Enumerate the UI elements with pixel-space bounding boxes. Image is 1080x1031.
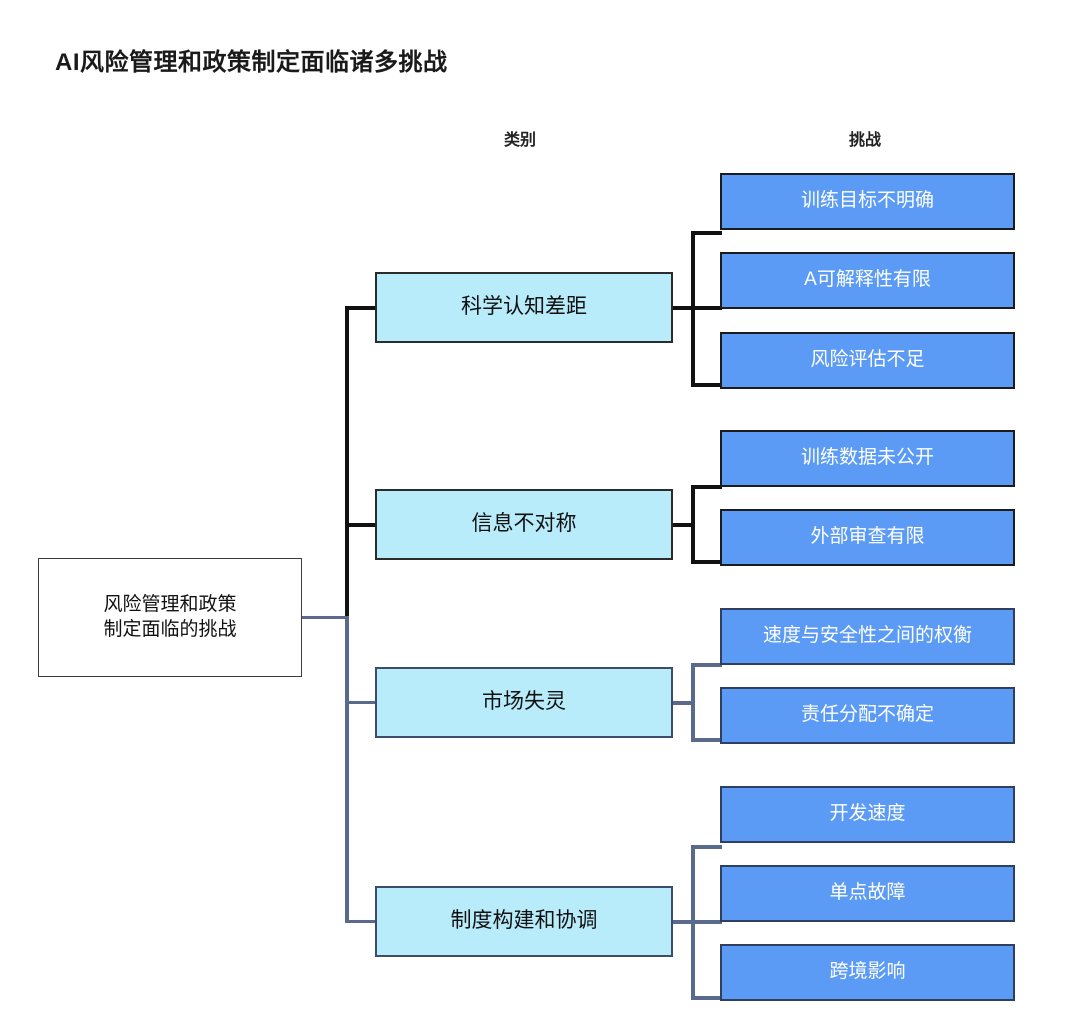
- category-node-4[interactable]: 制度构建和协调: [375, 886, 673, 957]
- category-node-1[interactable]: 科学认知差距: [375, 272, 673, 343]
- connector-arm-branch-2: [345, 523, 377, 527]
- challenge-node-3-2-label: 责任分配不确定: [800, 704, 934, 726]
- connector-cat1-child-1: [691, 231, 722, 235]
- challenge-node-1-2-label: A可解释性有限: [804, 269, 931, 291]
- challenge-node-1-1-label: 训练目标不明确: [800, 190, 934, 212]
- connector-cat2-spine: [691, 485, 695, 563]
- challenge-node-2-1-label: 训练数据未公开: [800, 447, 934, 469]
- connector-cat3-child-1: [691, 663, 722, 667]
- challenge-node-2-1[interactable]: 训练数据未公开: [720, 430, 1015, 487]
- category-node-4-label: 制度构建和协调: [450, 909, 598, 933]
- page-title: AI风险管理和政策制定面临诸多挑战: [55, 49, 448, 76]
- challenge-node-3-1[interactable]: 速度与安全性之间的权衡: [720, 608, 1015, 665]
- challenge-node-1-1[interactable]: 训练目标不明确: [720, 173, 1015, 230]
- challenge-node-4-3[interactable]: 跨境影响: [720, 944, 1015, 1001]
- challenge-node-2-2[interactable]: 外部审查有限: [720, 509, 1015, 566]
- challenge-node-1-3-label: 风险评估不足: [810, 349, 925, 371]
- connector-cat1-child-3: [691, 383, 722, 387]
- root-node[interactable]: 风险管理和政策 制定面临的挑战: [38, 558, 302, 677]
- challenge-node-4-3-label: 跨境影响: [829, 961, 906, 983]
- connector-arm-branch-4: [345, 920, 377, 923]
- category-node-2[interactable]: 信息不对称: [375, 489, 673, 560]
- connector-cat4-child-3: [691, 996, 722, 1000]
- category-node-3-label: 市场失灵: [482, 690, 566, 714]
- challenge-node-2-2-label: 外部审查有限: [810, 526, 925, 548]
- column-header-category: 类别: [503, 132, 536, 149]
- root-node-label: 风险管理和政策 制定面临的挑战: [103, 594, 237, 640]
- challenge-node-4-2-label: 单点故障: [829, 882, 906, 904]
- connector-cat4-stub: [671, 920, 695, 924]
- connector-cat2-child-2: [691, 560, 722, 564]
- category-node-1-label: 科学认知差距: [461, 295, 587, 319]
- challenge-node-3-1-label: 速度与安全性之间的权衡: [762, 625, 972, 647]
- connector-cat3-stub: [671, 701, 695, 705]
- connector-cat1-stub: [671, 306, 695, 310]
- column-header-challenge: 挑战: [848, 132, 881, 149]
- connector-cat2-stub: [671, 523, 695, 527]
- challenge-node-4-1-label: 开发速度: [829, 803, 906, 825]
- connector-arm-branch-3: [345, 701, 377, 704]
- connector-root-stub: [302, 616, 348, 619]
- challenge-node-1-2[interactable]: A可解释性有限: [720, 252, 1015, 309]
- challenge-node-1-3[interactable]: 风险评估不足: [720, 332, 1015, 389]
- connector-trunk-upper: [345, 306, 349, 619]
- challenge-node-4-1[interactable]: 开发速度: [720, 786, 1015, 843]
- connector-cat2-child-1: [691, 485, 722, 489]
- connector-cat1-child-2: [691, 306, 722, 310]
- category-node-2-label: 信息不对称: [471, 512, 577, 536]
- connector-trunk-lower: [345, 616, 349, 922]
- connector-cat4-child-2: [691, 920, 722, 924]
- connector-cat3-child-2: [691, 738, 722, 742]
- category-node-3[interactable]: 市场失灵: [375, 667, 673, 738]
- connector-cat4-child-1: [691, 845, 722, 849]
- challenge-node-4-2[interactable]: 单点故障: [720, 865, 1015, 922]
- connector-cat3-spine: [691, 663, 695, 741]
- connector-arm-branch-1: [345, 306, 377, 310]
- challenge-node-3-2[interactable]: 责任分配不确定: [720, 687, 1015, 744]
